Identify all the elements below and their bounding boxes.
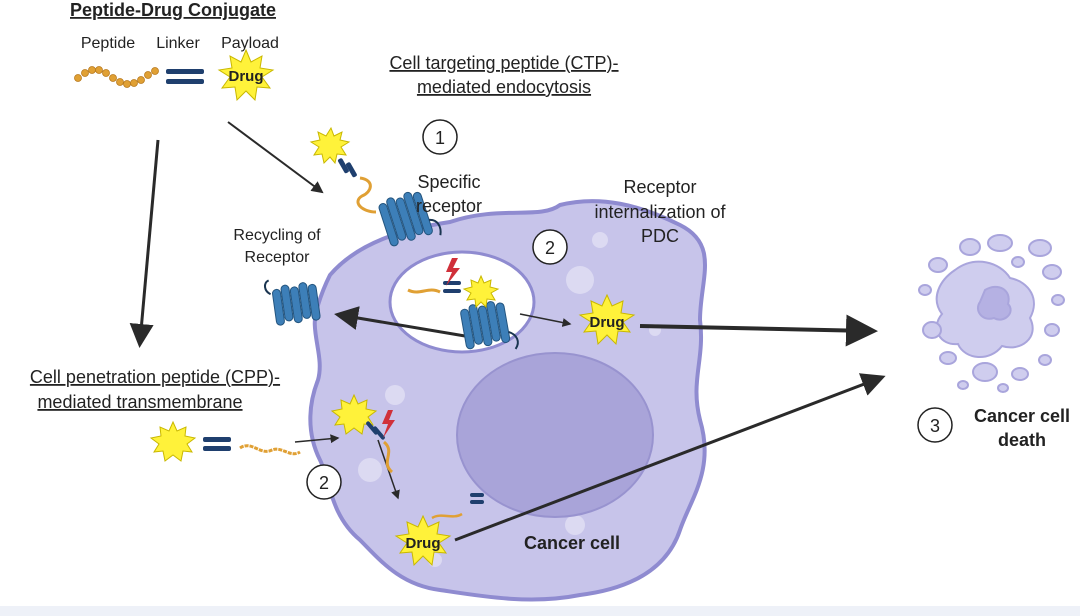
- cpp-heading-line2: mediated transmembrane: [37, 392, 242, 412]
- death-label-line2: death: [998, 430, 1046, 450]
- arrow-recycling: [334, 306, 466, 338]
- vesicle: [592, 232, 608, 248]
- vesicle: [358, 458, 382, 482]
- internalization-line2: internalization of: [594, 202, 726, 222]
- lightning-icon: [382, 410, 395, 438]
- ctp-heading-line1: Cell targeting peptide (CTP)-: [389, 53, 618, 73]
- drug-label: Drug: [229, 68, 264, 85]
- step-2-number: 2: [545, 238, 555, 258]
- linker-icon: [338, 158, 357, 178]
- vesicle: [565, 515, 585, 535]
- arrow-to-receptor: [227, 121, 324, 194]
- specific-receptor-line2: receptor: [416, 196, 482, 216]
- step-2-number: 2: [319, 473, 329, 493]
- lightning-icon: [446, 258, 460, 286]
- arrow-to-death-1: [639, 314, 878, 347]
- step-2-badge-ctp: 2: [532, 229, 568, 265]
- drug-starburst-icon: [149, 420, 197, 462]
- peptide-chain-icon: [74, 66, 159, 88]
- internalization-line1: Receptor: [623, 177, 696, 197]
- cancer-cell: [308, 199, 707, 602]
- drug-starburst-icon: [309, 126, 351, 165]
- receptor-icon: [264, 279, 321, 326]
- step-1-number: 1: [435, 128, 445, 148]
- step-3-badge: 3: [917, 407, 953, 443]
- arrows: [129, 121, 886, 542]
- cpp-internalized: [330, 393, 484, 520]
- drug-starburst-icon: [330, 393, 378, 435]
- receptor-icon: [378, 191, 442, 247]
- title: Peptide-Drug Conjugate: [70, 0, 276, 20]
- peptide-chain-icon: [431, 512, 463, 520]
- arrow-to-cpp: [129, 139, 160, 348]
- payload-label: Payload: [221, 35, 279, 52]
- recycling-line1: Recycling of: [233, 227, 321, 244]
- step-2-badge-cpp: 2: [306, 464, 342, 500]
- vesicle: [566, 266, 594, 294]
- ctp-heading-line2: mediated endocytosis: [417, 77, 591, 97]
- internalization-line3: PDC: [641, 226, 679, 246]
- drug-starburst-icon: Drug: [394, 514, 452, 567]
- peptide-chain-icon: [356, 176, 377, 214]
- step-1-badge: 1: [422, 119, 458, 155]
- nucleus: [456, 352, 654, 518]
- arrow-to-drug-release: [519, 313, 572, 327]
- peptide-chain-icon: [407, 288, 441, 294]
- drug-starburst-icon: [462, 274, 500, 309]
- bottom-band: [0, 606, 1080, 616]
- arrow-cpp-entry: [294, 434, 340, 444]
- drug-label: Drug: [590, 314, 625, 331]
- drug-label: Drug: [406, 535, 441, 552]
- linker-icon: [470, 493, 484, 504]
- recycling-line2: Receptor: [245, 249, 311, 266]
- vesicle: [385, 385, 405, 405]
- linker-icon: [366, 421, 385, 440]
- peptide-label: Peptide: [81, 35, 135, 52]
- linker-label: Linker: [156, 35, 200, 52]
- ctp-pdc: [309, 126, 377, 214]
- cpp-heading-line1: Cell penetration peptide (CPP)-: [30, 367, 280, 387]
- death-label-line1: Cancer cell: [974, 406, 1070, 426]
- cpp-pdc: [149, 420, 301, 462]
- drug-starburst-icon: Drug: [578, 293, 636, 346]
- step-3-number: 3: [930, 416, 940, 436]
- peptide-chain-icon: [382, 440, 394, 474]
- specific-receptor-line1: Specific: [417, 172, 480, 192]
- dead-cell-fragments: [918, 234, 1065, 393]
- linker-icon: [203, 437, 231, 451]
- linker-icon: [166, 69, 204, 84]
- pdc-illustration: Drug: [74, 48, 275, 102]
- endosome-cleavage: [407, 258, 500, 309]
- peptide-chain-icon: [239, 444, 301, 456]
- receptor-icon: [460, 301, 519, 350]
- arrow-to-death-2: [454, 373, 886, 542]
- cancer-cell-label: Cancer cell: [524, 533, 620, 553]
- drug-starburst-icon: Drug: [217, 48, 275, 102]
